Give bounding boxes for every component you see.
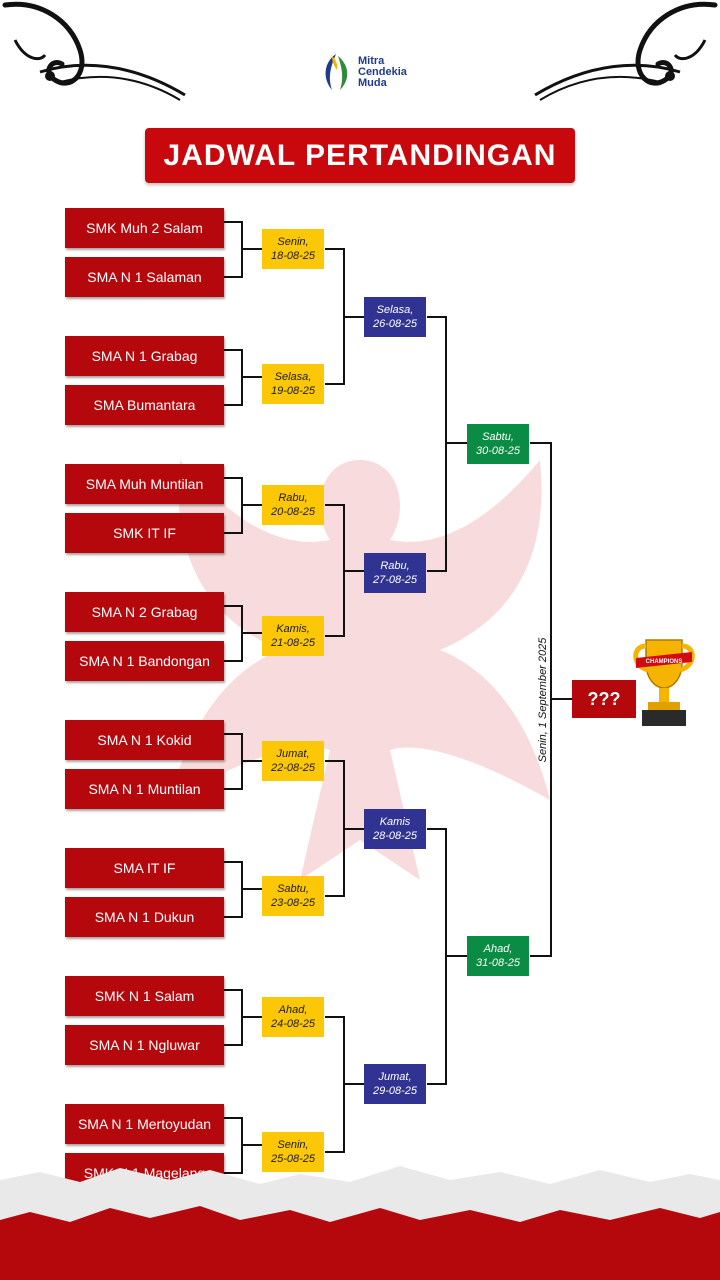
match-day: Selasa, [376, 304, 414, 316]
corner-ornament-right-icon [534, 1, 718, 101]
team-box: SMA N 1 Bandongan [65, 641, 224, 681]
match-date: 26-08-25 [372, 318, 418, 330]
trophy-icon: CHAMPIONS [633, 639, 695, 726]
brand-logo-icon [325, 54, 348, 90]
round1-match-2: Selasa, 19-08-25 [262, 364, 324, 404]
brand-logo: Mitra Cendekia Muda [318, 50, 428, 94]
round1-match-6: Sabtu, 23-08-25 [262, 876, 324, 916]
team-box: SMA N 1 Muntilan [65, 769, 224, 809]
team-box: SMA N 1 Dukun [65, 897, 224, 937]
match-day: Senin, [277, 1139, 309, 1151]
team-box: SMK IT IF [65, 513, 224, 553]
round1-match-3: Rabu, 20-08-25 [262, 485, 324, 525]
match-date: 27-08-25 [372, 574, 418, 586]
match-date: 24-08-25 [270, 1018, 316, 1030]
match-date: 21-08-25 [270, 637, 316, 649]
match-day: Sabtu, [482, 431, 514, 443]
trophy-label: CHAMPIONS [646, 659, 683, 665]
brand-line-1: Mitra [358, 54, 385, 67]
match-date: 25-08-25 [270, 1153, 316, 1165]
team-box: SMA Muh Muntilan [65, 464, 224, 504]
match-date: 31-08-25 [475, 957, 521, 969]
match-date: 20-08-25 [270, 506, 316, 518]
quarterfinal-match-3: Kamis 28-08-25 [364, 809, 426, 849]
team-box: SMA IT IF [65, 848, 224, 888]
champion-box: ??? [572, 680, 636, 718]
torn-paper-footer [0, 1166, 720, 1280]
match-date: 18-08-25 [270, 250, 316, 262]
match-day: Selasa, [274, 371, 312, 383]
team-box: SMA N 1 Mertoyudan [65, 1104, 224, 1144]
match-date: 28-08-25 [372, 830, 418, 842]
team-box: SMA N 1 Salaman [65, 257, 224, 297]
match-day: Kamis [379, 816, 411, 828]
match-day: Jumat, [276, 748, 310, 760]
match-day: Sabtu, [277, 883, 309, 895]
team-box: SMA N 1 Grabag [65, 336, 224, 376]
brand-name: Mitra Cendekia Muda [358, 54, 407, 89]
team-box: SMK Muh 2 Salam [65, 208, 224, 248]
corner-ornament-left-icon [2, 1, 186, 101]
match-day: Ahad, [278, 1004, 308, 1016]
garuda-watermark-icon [170, 460, 550, 880]
match-day: Jumat, [378, 1071, 412, 1083]
round1-match-8: Senin, 25-08-25 [262, 1132, 324, 1172]
brand-line-3: Muda [358, 76, 387, 89]
final-date: Senin, 1 September 2025 [537, 637, 549, 763]
match-date: 22-08-25 [270, 762, 316, 774]
round1-match-4: Kamis, 21-08-25 [262, 616, 324, 656]
quarterfinal-match-4: Jumat, 29-08-25 [364, 1064, 426, 1104]
team-box: SMA N 2 Grabag [65, 592, 224, 632]
quarterfinal-match-2: Rabu, 27-08-25 [364, 553, 426, 593]
match-day: Kamis, [276, 623, 310, 635]
semifinal-match-1: Sabtu, 30-08-25 [467, 424, 529, 464]
match-date: 23-08-25 [270, 897, 316, 909]
match-date: 19-08-25 [270, 385, 316, 397]
semifinal-match-2: Ahad, 31-08-25 [467, 936, 529, 976]
round1-match-1: Senin, 18-08-25 [262, 229, 324, 269]
brand-line-2: Cendekia [358, 65, 407, 78]
team-box: SMK N 1 Salam [65, 976, 224, 1016]
team-box: SMA Bumantara [65, 385, 224, 425]
page-title: JADWAL PERTANDINGAN [145, 128, 575, 183]
match-day: Rabu, [278, 492, 308, 504]
match-date: 29-08-25 [372, 1085, 418, 1097]
team-box: SMA N 1 Kokid [65, 720, 224, 760]
quarterfinal-match-1: Selasa, 26-08-25 [364, 297, 426, 337]
match-day: Senin, [277, 236, 309, 248]
match-day: Rabu, [380, 560, 410, 572]
round1-match-7: Ahad, 24-08-25 [262, 997, 324, 1037]
round1-match-5: Jumat, 22-08-25 [262, 741, 324, 781]
match-day: Ahad, [483, 943, 513, 955]
match-date: 30-08-25 [475, 445, 521, 457]
team-box: SMA N 1 Ngluwar [65, 1025, 224, 1065]
